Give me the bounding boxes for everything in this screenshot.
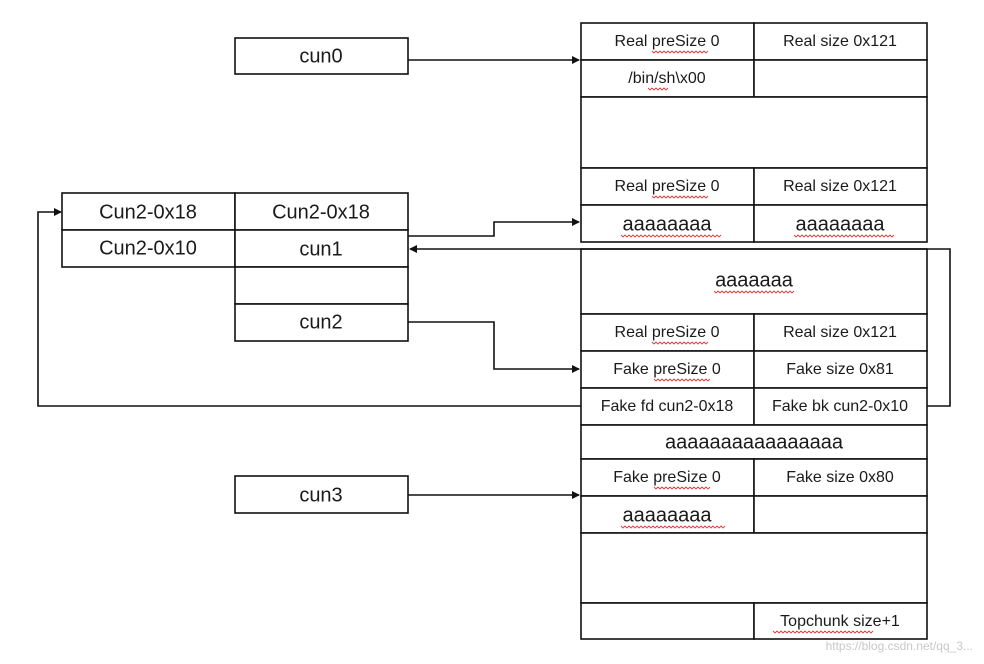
spellcheck-underlines: [620, 50, 895, 634]
fake-bk-cell: [753, 387, 928, 426]
heap-column: [580, 22, 928, 640]
cun2-label: cun2: [299, 311, 342, 333]
chunk3-data-label: aaaaaaaa: [623, 504, 713, 526]
arrow-cun1-to-chunk1: [408, 218, 580, 237]
watermark: https://blog.csdn.net/qq_3...: [826, 639, 973, 653]
pointer-boxes: [61, 37, 409, 514]
chunk2-presize-label: Real preSize 0: [615, 324, 720, 341]
cun2-minus-0x18-right-box: [234, 192, 409, 231]
chunk2-size-label: Real size 0x121: [783, 324, 897, 341]
arrow-fake-bk-to-cun2-minus-0x10: [409, 245, 951, 407]
cun3-box: [234, 475, 409, 514]
fake-bk-label: Fake bk cun2-0x10: [772, 398, 908, 415]
chunk0-presize-cell: [580, 22, 755, 61]
arrow-fake-fd-to-cun2-minus-0x18: [37, 208, 581, 407]
topchunk-size-label: Topchunk size+1: [780, 613, 900, 630]
cun3-label: cun3: [299, 484, 342, 506]
chunk1-data-a-label: aaaaaaaa: [623, 213, 713, 235]
arrows: [37, 56, 951, 499]
chunk2-size-cell: [753, 313, 928, 352]
chunk0-size-cell: [753, 22, 928, 61]
cun1-label: cun1: [299, 238, 342, 260]
chunk3-data-empty-cell: [753, 495, 928, 534]
chunk0-body-cell: [580, 96, 928, 169]
heap-labels: Real preSize 0 Real size 0x121 /bin/sh\x…: [601, 33, 908, 630]
arrow-cun2-to-fake-chunk: [408, 321, 580, 373]
chunk3-body-cell: [580, 532, 928, 604]
chunk2-fill-label: aaaaaaaaaaaaaaaa: [665, 431, 844, 453]
chunk1-size-label: Real size 0x121: [783, 178, 897, 195]
chunk1-presize-cell: [580, 167, 755, 206]
chunk1-data-a-cell: [580, 204, 755, 243]
cun2-minus-0x10-left-label: Cun2-0x10: [99, 237, 197, 259]
chunk0-data-label: /bin/sh\x00: [628, 70, 705, 87]
chunk3-presize-cell: [580, 458, 755, 497]
pointer-labels: cun0 Cun2-0x18 Cun2-0x18 Cun2-0x10 cun1 …: [99, 45, 370, 506]
chunk3-size-cell: [753, 458, 928, 497]
chunk3-data-cell: [580, 495, 755, 534]
chunk3-size-label: Fake size 0x80: [786, 469, 894, 486]
chunk0-data-empty-cell: [753, 59, 928, 98]
fake-fd-label: Fake fd cun2-0x18: [601, 398, 734, 415]
empty-pointer-box: [234, 266, 409, 305]
chunk1-data-b-label: aaaaaaaa: [796, 213, 886, 235]
chunk0-presize-label: Real preSize 0: [615, 33, 720, 50]
fake-presize-label: Fake preSize 0: [613, 361, 721, 378]
cun0-label: cun0: [299, 45, 342, 67]
cun2-box: [234, 303, 409, 342]
chunk2-fill-cell: [580, 424, 928, 460]
fake-size-cell: [753, 350, 928, 389]
topchunk-empty-cell: [580, 602, 755, 640]
chunk1-presize-label: Real preSize 0: [615, 178, 720, 195]
fake-size-label: Fake size 0x81: [786, 361, 894, 378]
chunk1-data-b-cell: [753, 204, 928, 243]
cun2-minus-0x18-right-label: Cun2-0x18: [272, 201, 370, 223]
chunk1-fill-cell: [580, 248, 928, 315]
chunk0-size-label: Real size 0x121: [783, 33, 897, 50]
chunk3-presize-label: Fake preSize 0: [613, 469, 721, 486]
cun0-box: [234, 37, 409, 75]
chunk1-fill-label: aaaaaaa: [715, 269, 794, 291]
cun2-minus-0x18-left-label: Cun2-0x18: [99, 201, 197, 223]
